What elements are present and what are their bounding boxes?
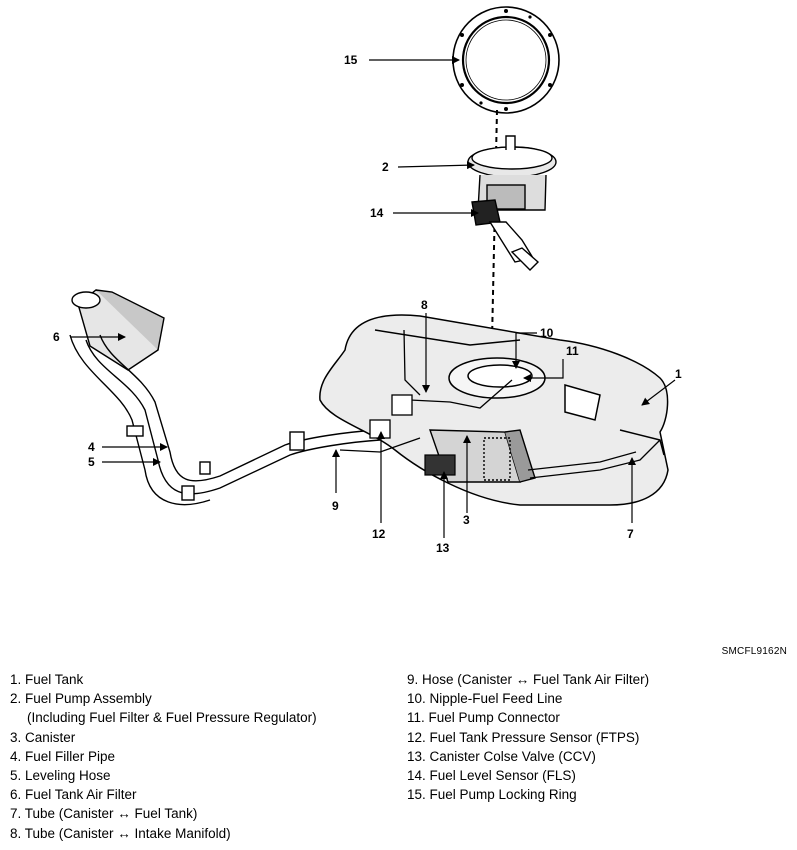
callout-9: 9 — [332, 499, 339, 513]
callout-11: 11 — [566, 344, 579, 358]
legend-item: 2. Fuel Pump Assembly — [10, 691, 152, 707]
legend-item: 6. Fuel Tank Air Filter — [10, 787, 137, 803]
callout-8: 8 — [421, 298, 428, 312]
fuel-system-diagram: 15 2 14 6 8 10 11 1 4 5 9 3 12 7 13 — [53, 6, 682, 555]
legend-right-column: 9. Hose (Canister ↔ Fuel Tank Air Filter… — [407, 670, 649, 804]
callout-13: 13 — [436, 541, 450, 555]
legend-item: 4. Fuel Filler Pipe — [10, 748, 116, 764]
legend-item: 7. Tube (Canister ↔ Fuel Tank) — [10, 806, 198, 822]
legend-item-note: (Including Fuel Filter & Fuel Pressure R… — [27, 710, 317, 726]
legend-item: 1. Fuel Tank — [10, 672, 84, 687]
legend-item: 11. Fuel Pump Connector — [407, 710, 560, 726]
legend-item: 15. Fuel Pump Locking Ring — [407, 787, 577, 803]
callout-5: 5 — [88, 455, 95, 469]
callout-1: 1 — [675, 367, 682, 381]
legend-item: 9. Hose (Canister ↔ Fuel Tank Air Filter… — [407, 672, 650, 687]
callout-15: 15 — [344, 53, 358, 67]
callout-12: 12 — [372, 527, 386, 541]
callout-3: 3 — [463, 513, 470, 527]
callout-10: 10 — [540, 326, 554, 340]
callout-leaders — [70, 56, 676, 538]
legend-item: 10. Nipple-Fuel Feed Line — [407, 691, 563, 707]
legend-item: 3. Canister — [10, 729, 76, 745]
legend-item: 14. Fuel Level Sensor (FLS) — [407, 768, 576, 784]
callout-6: 6 — [53, 330, 60, 344]
canister-close-valve — [424, 454, 456, 476]
callout-7: 7 — [627, 527, 634, 541]
callout-4: 4 — [88, 440, 95, 454]
callout-2: 2 — [382, 160, 389, 174]
callout-14: 14 — [370, 206, 384, 220]
fuel-pump-assembly — [467, 135, 557, 271]
locking-ring — [452, 6, 560, 114]
fuel-tank — [319, 314, 669, 506]
legend-item: 8. Tube (Canister ↔ Intake Manifold) — [10, 825, 231, 841]
figure-code: SMCFL9162N — [721, 646, 787, 657]
legend-item: 12. Fuel Tank Pressure Sensor (FTPS) — [407, 729, 640, 745]
legend-item: 5. Leveling Hose — [10, 768, 111, 784]
legend-item: 13. Canister Colse Valve (CCV) — [407, 748, 596, 764]
fuel-tank-air-filter — [71, 289, 165, 371]
legend-left-column: 1. Fuel Tank 2. Fuel Pump Assembly (Incl… — [10, 670, 317, 843]
fuel-filler-pipe — [69, 334, 381, 506]
